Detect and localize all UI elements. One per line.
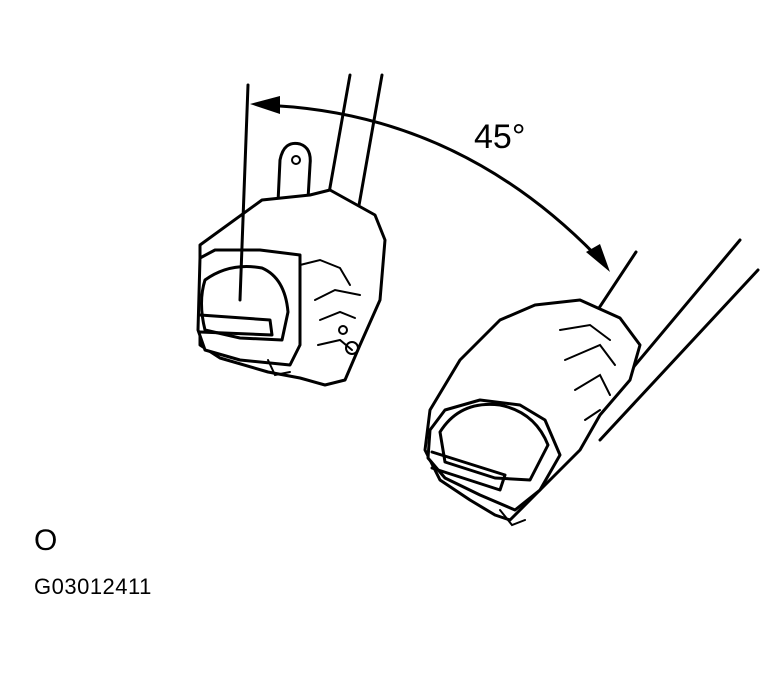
rivet-2-upright bbox=[345, 341, 359, 355]
angle-label: 45° bbox=[474, 118, 526, 156]
arc-arrowhead-left bbox=[250, 96, 280, 114]
body-detail-lines-rotated bbox=[559, 323, 616, 421]
anchor-hole-upright bbox=[291, 155, 301, 165]
button-slot-rotated bbox=[430, 450, 507, 492]
arc-arrowhead-right bbox=[586, 244, 610, 272]
figure-code: G03012411 bbox=[34, 574, 152, 599]
buckle-upright bbox=[196, 73, 387, 387]
release-button-upright bbox=[200, 265, 290, 342]
latch-notch-rotated bbox=[499, 509, 526, 527]
release-button-rotated bbox=[438, 402, 550, 482]
rivet-1-upright bbox=[338, 325, 348, 335]
button-slot-upright bbox=[198, 313, 274, 337]
status-mark: O bbox=[34, 524, 58, 557]
buckle-rotated bbox=[423, 238, 760, 527]
latch-notch-upright bbox=[267, 359, 291, 377]
angle-arc bbox=[256, 103, 607, 267]
body-detail-lines-upright bbox=[299, 258, 361, 351]
reference-line-vertical bbox=[238, 83, 250, 302]
